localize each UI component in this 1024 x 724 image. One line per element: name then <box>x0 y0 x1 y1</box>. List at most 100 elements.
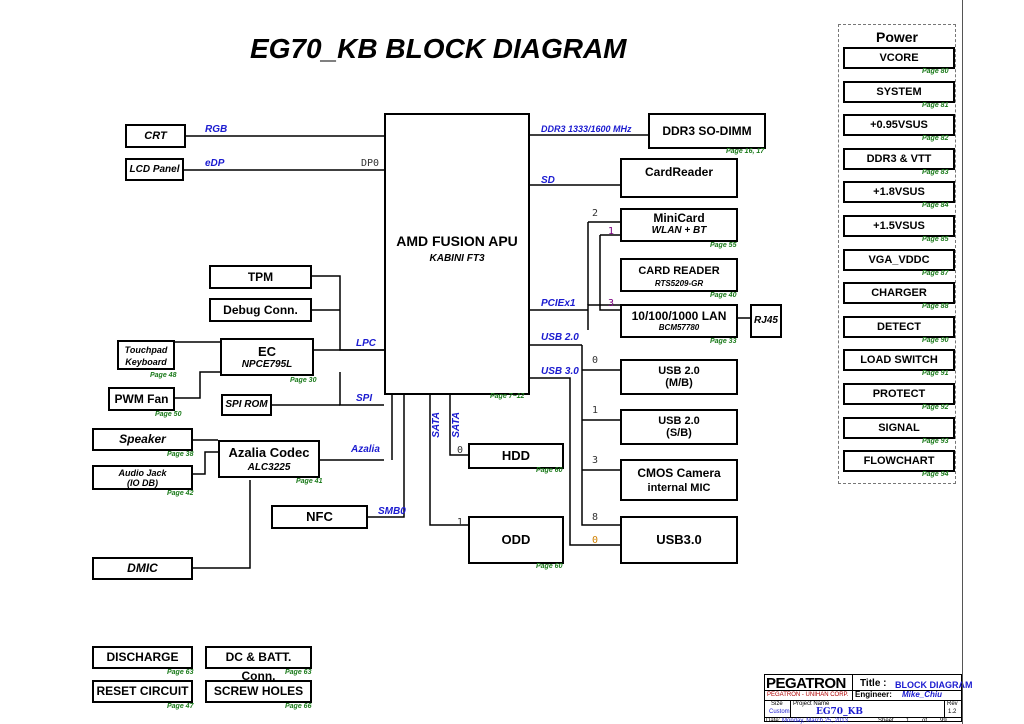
speaker-box[interactable]: Speaker <box>92 428 193 451</box>
power-item-7[interactable]: CHARGER <box>843 282 955 305</box>
discharge-box[interactable]: DISCHARGE <box>92 646 193 669</box>
camera-box[interactable]: CMOS Camera internal MIC <box>620 459 738 501</box>
dmic-label: DMIC <box>127 561 158 575</box>
power-item-label: LOAD SWITCH <box>860 354 938 367</box>
odd-box[interactable]: ODD <box>468 516 564 564</box>
lan-label: 10/100/1000 LAN <box>631 309 727 323</box>
minicard-box[interactable]: MiniCard WLAN + BT <box>620 208 738 242</box>
power-item-8[interactable]: DETECT <box>843 315 955 338</box>
apu-block[interactable]: AMD FUSION APU KABINI FT3 <box>384 113 530 395</box>
lan-box[interactable]: 10/100/1000 LAN BCM57780 <box>620 304 738 338</box>
usb-sb-box[interactable]: USB 2.0 (S/B) <box>620 409 738 445</box>
power-item-label: DETECT <box>877 320 921 333</box>
hdd-box[interactable]: HDD <box>468 443 564 469</box>
power-item-11[interactable]: SIGNAL <box>843 416 955 439</box>
pwmfan-box[interactable]: PWM Fan <box>108 387 175 411</box>
reset-box[interactable]: RESET CIRCUIT <box>92 680 193 703</box>
audiojack-label: Audio Jack <box>118 468 167 478</box>
power-item-label: SIGNAL <box>878 421 920 434</box>
tb-divider-4 <box>852 674 853 700</box>
power-item-4[interactable]: +1.8VSUS <box>843 181 955 204</box>
bus-usb20: USB 2.0 <box>541 332 579 343</box>
sodimm-label: DDR3 SO-DIMM <box>662 124 752 138</box>
power-item-1[interactable]: SYSTEM <box>843 80 955 103</box>
screw-box[interactable]: SCREW HOLES <box>205 680 312 703</box>
discharge-page: Page 63 <box>167 669 194 676</box>
codec-box[interactable]: Azalia Codec ALC3225 <box>218 440 320 478</box>
touchpad-box[interactable]: Touchpad Keyboard <box>117 340 175 370</box>
screw-page: Page 66 <box>285 703 312 710</box>
project-name: EG70_KB <box>816 707 863 717</box>
bus-pciex1: PCIEx1 <box>541 298 576 309</box>
power-item-page: Page 93 <box>922 437 949 445</box>
sodimm-box[interactable]: DDR3 SO-DIMM <box>648 113 766 149</box>
power-item-2[interactable]: +0.95VSUS <box>843 114 955 137</box>
bus-smb: SMB0 <box>378 506 406 517</box>
usb-mb-label: USB 2.0 <box>658 365 700 377</box>
tb-divider-5 <box>790 700 791 717</box>
nfc-box[interactable]: NFC <box>271 505 368 529</box>
power-item-3[interactable]: DDR3 & VTT <box>843 147 955 170</box>
power-item-5[interactable]: +1.5VSUS <box>843 215 955 237</box>
usb-port-1: 1 <box>592 405 599 416</box>
power-item-12[interactable]: FLOWCHART <box>843 450 955 473</box>
usb-mb-box[interactable]: USB 2.0 (M/B) <box>620 359 738 395</box>
title-value: BLOCK DIAGRAM <box>895 680 973 690</box>
dcbatt-box[interactable]: DC & BATT. Conn. <box>205 646 312 683</box>
bus-usb30: USB 3.0 <box>541 366 579 377</box>
debug-box[interactable]: Debug Conn. <box>209 298 312 322</box>
cardreader2-box[interactable]: CARD READER RTS5209-GR <box>620 258 738 292</box>
power-item-9[interactable]: LOAD SWITCH <box>843 349 955 372</box>
lan-page: Page 33 <box>710 338 737 345</box>
ec-label: EC <box>257 344 277 359</box>
power-item-label: +1.8VSUS <box>873 186 925 199</box>
reset-page: Page 47 <box>167 703 194 710</box>
usb-mb-sub: (M/B) <box>665 377 693 389</box>
size-label: Size <box>771 701 783 707</box>
odd-label: ODD <box>501 532 531 547</box>
usb-port-8: 8 <box>592 512 599 523</box>
bus-rgb: RGB <box>205 124 228 135</box>
power-item-page: Page 91 <box>922 370 949 378</box>
power-item-label: CHARGER <box>871 287 927 300</box>
codec-sub: ALC3225 <box>247 462 291 473</box>
bus-lpc: LPC <box>356 338 376 349</box>
tpm-box[interactable]: TPM <box>209 265 312 289</box>
power-item-10[interactable]: PROTECT <box>843 383 955 405</box>
keyboard-label: Keyboard <box>125 357 167 367</box>
cardreader-label: CardReader <box>644 165 714 179</box>
rj45-box[interactable]: RJ45 <box>750 304 782 338</box>
port-1: 1 <box>608 226 615 237</box>
ec-box[interactable]: EC NPCE795L <box>220 338 314 376</box>
spirom-label: SPI ROM <box>225 399 268 410</box>
power-item-page: Page 80 <box>922 68 949 75</box>
cardreader2-sub: RTS5209-GR <box>654 279 704 288</box>
touchpad-page: Page 48 <box>150 372 177 379</box>
project-label: Project Name <box>793 701 830 707</box>
crt-box[interactable]: CRT <box>125 124 186 148</box>
audiojack-box[interactable]: Audio Jack (IO DB) <box>92 465 193 490</box>
bus-dp0: DP0 <box>361 158 380 169</box>
ec-page: Page 30 <box>290 377 317 384</box>
crt-label: CRT <box>144 130 167 142</box>
apu-page: Page 7~12 <box>490 393 525 400</box>
title-block <box>764 674 962 722</box>
power-item-0[interactable]: VCORE <box>843 47 955 69</box>
cardreader-box[interactable]: CardReader <box>620 158 738 198</box>
power-item-label: PROTECT <box>872 388 926 400</box>
codec-page: Page 41 <box>296 478 323 485</box>
power-item-page: Page 85 <box>922 236 949 243</box>
audiojack-page: Page 42 <box>167 490 194 497</box>
cardreader2-page: Page 40 <box>710 292 737 299</box>
power-item-page: Page 81 <box>922 101 949 109</box>
pwmfan-page: Page 50 <box>155 411 182 418</box>
lcd-box[interactable]: LCD Panel <box>125 158 184 181</box>
minicard-page: Page 55 <box>710 242 737 249</box>
usb3-box[interactable]: USB3.0 <box>620 516 738 564</box>
spirom-box[interactable]: SPI ROM <box>221 394 272 416</box>
power-item-label: VGA_VDDC <box>868 253 930 266</box>
power-item-6[interactable]: VGA_VDDC <box>843 248 955 271</box>
dmic-box[interactable]: DMIC <box>92 557 193 580</box>
bus-sd: SD <box>541 175 555 186</box>
nfc-label: NFC <box>306 509 333 524</box>
